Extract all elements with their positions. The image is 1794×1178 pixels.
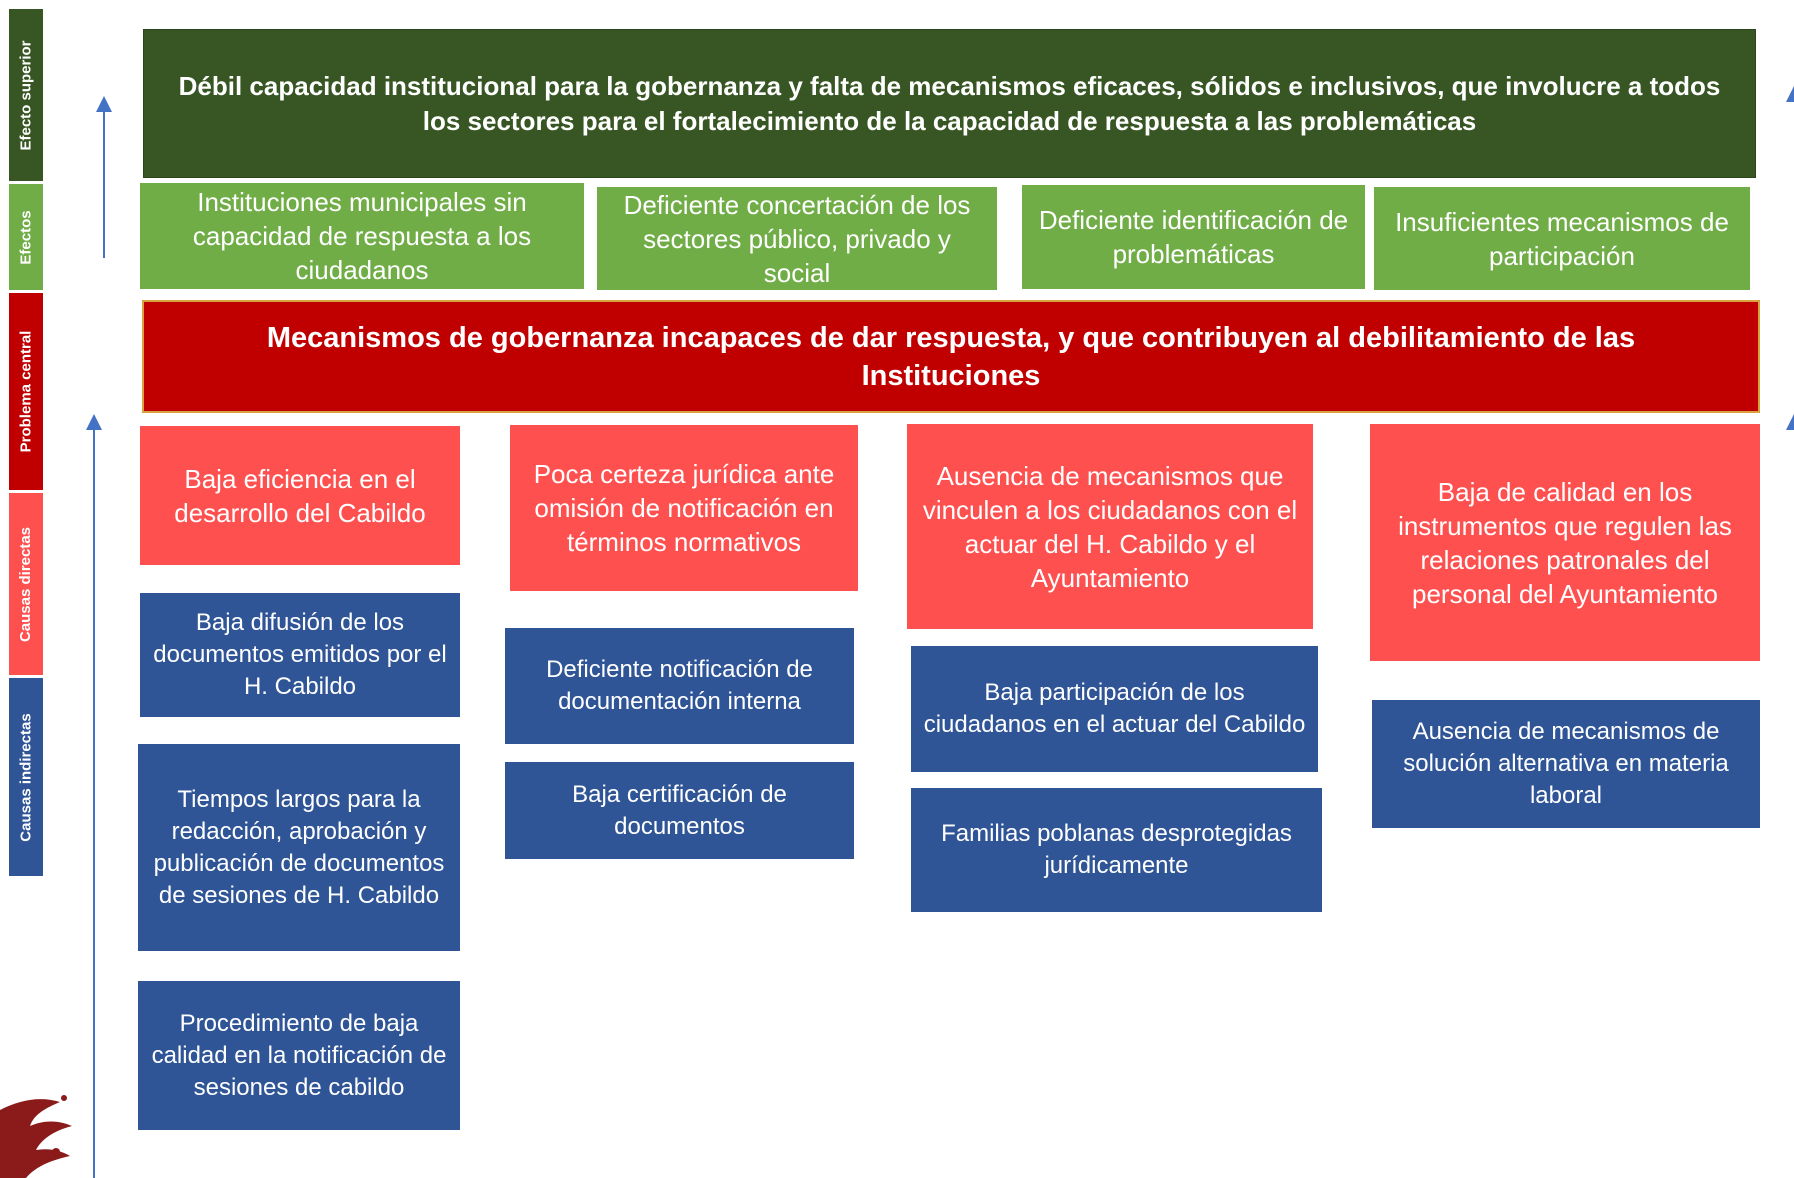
- indirect-cause-box-3-1: Baja participación de los ciudadanos en …: [911, 646, 1318, 772]
- direct-cause-text-2: Poca certeza jurídica ante omisión de no…: [533, 459, 835, 557]
- effect-box-1: Instituciones municipales sin capacidad …: [140, 183, 584, 289]
- direct-cause-text-3: Ausencia de mecanismos que vinculen a lo…: [922, 460, 1298, 593]
- arrow-upper-line: [103, 110, 105, 258]
- label-central-problem: Problema central: [9, 293, 43, 490]
- arrow-upper-head-icon: [96, 96, 112, 112]
- indirect-cause-text-2-1: Deficiente notificación de documentación…: [546, 656, 813, 715]
- direct-cause-box-4: Baja de calidad en los instrumentos que …: [1370, 424, 1760, 661]
- direct-cause-text-1: Baja eficiencia en el desarrollo del Cab…: [174, 463, 426, 528]
- indirect-cause-box-1-1: Baja difusión de los documentos emitidos…: [140, 593, 460, 717]
- indirect-cause-text-3-1: Baja participación de los ciudadanos en …: [923, 679, 1306, 738]
- central-problem-box: Mecanismos de gobernanza incapaces de da…: [142, 300, 1760, 413]
- effect-text-1: Instituciones municipales sin capacidad …: [192, 187, 532, 285]
- direct-cause-box-2: Poca certeza jurídica ante omisión de no…: [510, 425, 858, 591]
- indirect-cause-box-3-2: Familias poblanas desprotegidas jurídica…: [911, 788, 1322, 912]
- direct-cause-text-4: Baja de calidad en los instrumentos que …: [1398, 476, 1732, 609]
- label-direct-causes: Causas directas: [9, 493, 43, 675]
- indirect-cause-text-4-1: Ausencia de mecanismos de solución alter…: [1403, 718, 1729, 809]
- effect-text-4: Insuficientes mecanismos de participació…: [1395, 206, 1729, 271]
- effect-box-3: Deficiente identificación de problemátic…: [1022, 185, 1365, 289]
- label-direct-causes-text: Causas directas: [17, 526, 35, 642]
- indirect-cause-text-2-2: Baja certificación de documentos: [572, 780, 787, 840]
- label-indirect-causes: Causas indirectas: [9, 678, 43, 876]
- arrow-lower-head-icon: [86, 414, 102, 430]
- indirect-cause-box-1-2: Tiempos largos para la redacción, aproba…: [138, 744, 460, 951]
- direct-cause-box-3: Ausencia de mecanismos que vinculen a lo…: [907, 424, 1313, 629]
- label-top-effect-text: Efecto superior: [17, 39, 35, 151]
- label-indirect-causes-text: Causas indirectas: [17, 712, 35, 842]
- label-central-problem-text: Problema central: [17, 330, 35, 453]
- indirect-cause-text-1-3: Procedimiento de baja calidad en la noti…: [151, 1009, 447, 1101]
- direct-cause-box-1: Baja eficiencia en el desarrollo del Cab…: [140, 426, 460, 565]
- indirect-cause-box-4-1: Ausencia de mecanismos de solución alter…: [1372, 700, 1760, 828]
- top-effect-text: Débil capacidad institucional para la go…: [178, 70, 1721, 136]
- arrow-lower-line: [93, 428, 95, 1178]
- indirect-cause-text-3-2: Familias poblanas desprotegidas jurídica…: [941, 820, 1292, 879]
- indirect-cause-text-1-2: Tiempos largos para la redacción, aproba…: [153, 785, 445, 909]
- arrow-right-mid-head-icon: [1786, 414, 1794, 430]
- indirect-cause-box-2-2: Baja certificación de documentos: [505, 762, 854, 859]
- label-top-effect: Efecto superior: [9, 9, 43, 181]
- effect-box-4: Insuficientes mecanismos de participació…: [1374, 187, 1750, 290]
- label-effects-text: Efectos: [17, 209, 35, 265]
- label-effects: Efectos: [9, 184, 43, 290]
- indirect-cause-box-1-3: Procedimiento de baja calidad en la noti…: [138, 981, 460, 1130]
- central-problem-text: Mecanismos de gobernanza incapaces de da…: [266, 321, 1636, 392]
- indirect-cause-box-2-1: Deficiente notificación de documentación…: [505, 628, 854, 744]
- top-effect-box: Débil capacidad institucional para la go…: [143, 29, 1756, 178]
- arrow-right-top-head-icon: [1786, 86, 1794, 102]
- effect-box-2: Deficiente concertación de los sectores …: [597, 187, 997, 290]
- logo-icon: [0, 1095, 72, 1178]
- effect-text-2: Deficiente concertación de los sectores …: [623, 189, 971, 288]
- indirect-cause-text-1-1: Baja difusión de los documentos emitidos…: [153, 609, 447, 700]
- effect-text-3: Deficiente identificación de problemátic…: [1038, 205, 1349, 269]
